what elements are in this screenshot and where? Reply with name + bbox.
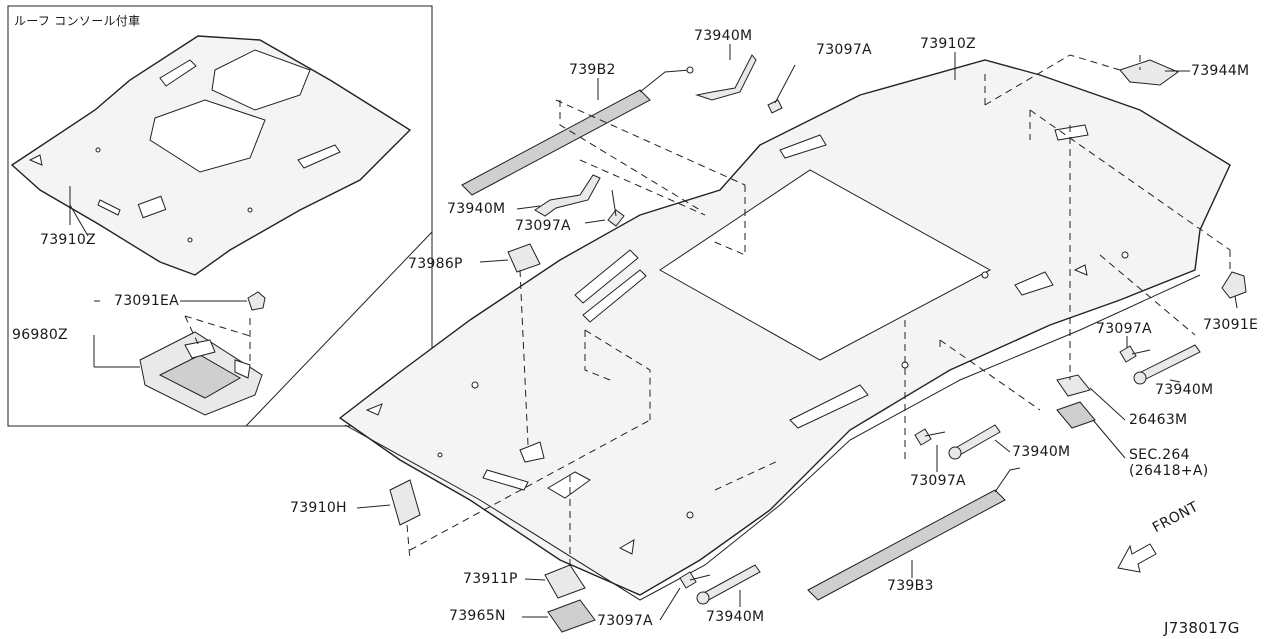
label-73097a-top: 73097A xyxy=(816,42,872,58)
bracket-739b2 xyxy=(461,66,694,196)
cover-73911p xyxy=(544,564,586,599)
lamp-26463m xyxy=(1056,374,1091,397)
inset-headlining xyxy=(10,35,412,276)
label-26463m: 26463M xyxy=(1129,412,1188,428)
diagram-id: J738017G xyxy=(1164,619,1240,637)
label-73097a-left: 73097A xyxy=(515,218,571,234)
assist-grip-mid xyxy=(948,424,1001,460)
label-sec264: SEC.264 xyxy=(1129,447,1190,463)
main-headlining xyxy=(338,59,1231,601)
assist-grip-bottom xyxy=(696,564,761,605)
label-73940m-mid: 73940M xyxy=(1012,444,1071,460)
inset-label-73910z: 73910Z xyxy=(40,232,96,248)
assist-grip-right xyxy=(1133,344,1201,385)
label-73097a-bottom: 73097A xyxy=(597,613,653,629)
cover-73965n xyxy=(547,599,596,633)
label-73940m-left: 73940M xyxy=(447,201,506,217)
label-73944m: 73944M xyxy=(1191,63,1250,79)
label-sec264-sub: (26418+A) xyxy=(1129,463,1209,479)
label-739b3: 739B3 xyxy=(887,578,934,594)
bolt-right xyxy=(1119,345,1151,363)
label-73091e: 73091E xyxy=(1203,317,1259,333)
leader-lines xyxy=(69,44,1238,621)
assist-grip-top xyxy=(695,54,757,101)
inset-title: ルーフ コンソール付車 xyxy=(14,14,141,28)
block-73910h xyxy=(389,479,421,526)
front-arrow xyxy=(1117,543,1157,573)
label-73097a-right: 73097A xyxy=(1096,321,1152,337)
label-73940m-right: 73940M xyxy=(1155,382,1214,398)
bolt-left xyxy=(607,189,625,227)
label-73986p: 73986P xyxy=(408,256,463,272)
label-73940m-top: 73940M xyxy=(694,28,753,44)
inset-roof-console xyxy=(93,291,266,416)
assembly-dashed-lines xyxy=(406,54,1231,570)
inset-label-73091ea: 73091EA xyxy=(114,293,180,309)
bolt-top xyxy=(767,64,796,114)
inset-frame xyxy=(7,5,433,427)
label-739b2: 739B2 xyxy=(569,62,616,78)
label-73910z-main: 73910Z xyxy=(920,36,976,52)
sec264-part xyxy=(1056,401,1096,429)
inset-label-96980z: 96980Z xyxy=(12,327,68,343)
bolt-bottom xyxy=(679,571,711,589)
inset-leader-line xyxy=(245,231,433,427)
bolt-mid xyxy=(914,428,946,446)
clip-73091e xyxy=(1221,271,1247,299)
bracket-739b3 xyxy=(807,467,1021,601)
cover-73986p xyxy=(507,243,541,273)
label-73097a-mid: 73097A xyxy=(910,473,966,489)
bracket-73944m xyxy=(1119,59,1180,86)
label-73965n: 73965N xyxy=(449,608,506,624)
assist-grip-left xyxy=(534,174,601,217)
label-73910h: 73910H xyxy=(290,500,347,516)
label-73940m-bottom: 73940M xyxy=(706,609,765,625)
label-73911p: 73911P xyxy=(463,571,518,587)
